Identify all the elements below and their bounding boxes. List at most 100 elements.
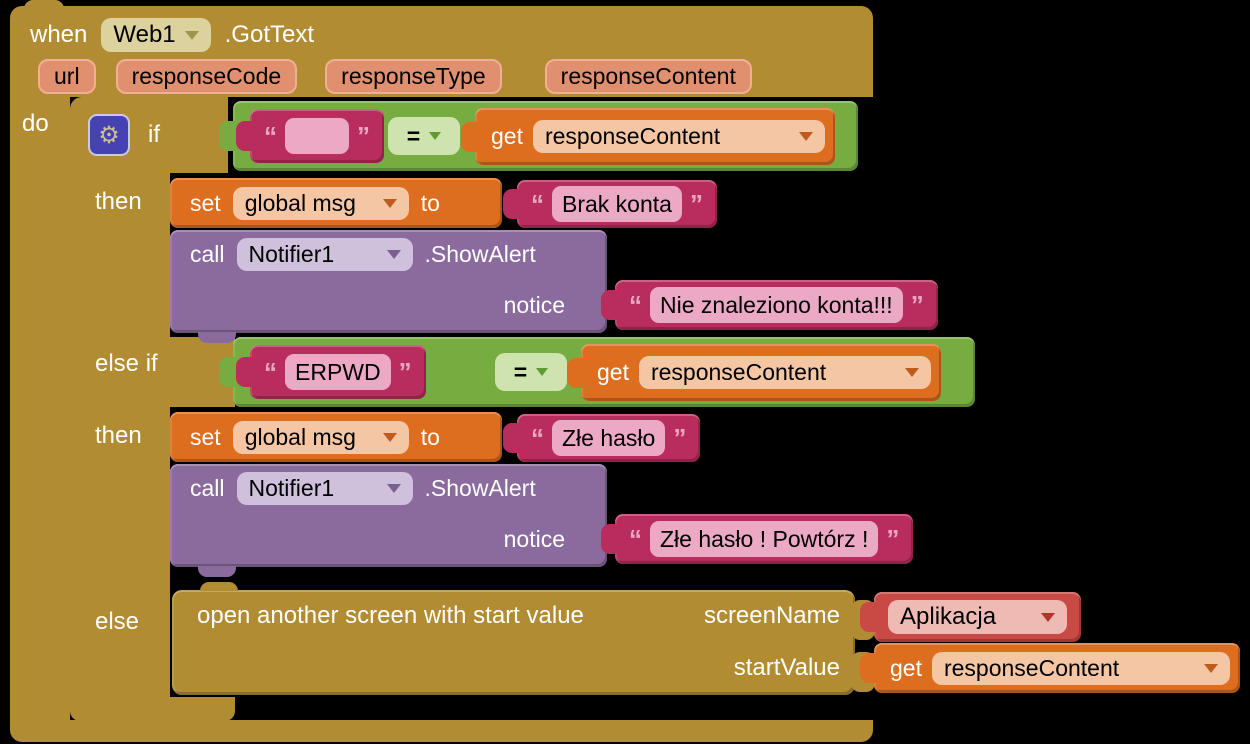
get-label: get [491, 123, 523, 149]
close-quote: ” [673, 423, 687, 453]
call-showalert-block-1[interactable]: call Notifier1 .ShowAlert notice [170, 230, 607, 343]
compare-op-dropdown[interactable]: = [495, 353, 567, 391]
mutator-gear-icon[interactable]: ⚙ [88, 114, 130, 156]
variable-name: global msg [244, 189, 356, 216]
dropdown-arrow-icon [536, 368, 549, 376]
when-keyword: when [30, 21, 88, 48]
text-string-block-notice-1[interactable]: “ Nie znaleziono konta!!! ” [615, 280, 938, 330]
variable-dropdown[interactable]: global msg [232, 420, 409, 454]
screen-name-block[interactable]: Aplikacja [874, 592, 1081, 642]
dropdown-arrow-icon [1041, 612, 1055, 622]
when-header-row: when Web1 .GotText [30, 14, 314, 56]
get-variable-block-3[interactable]: get responseContent [874, 643, 1240, 693]
set-label: set [190, 423, 221, 450]
do-label: do [22, 110, 49, 137]
logic-compare-block-2[interactable]: “ ERPWD ” = get responseContent [233, 337, 975, 407]
component-name: Notifier1 [248, 241, 335, 267]
param-responseType[interactable]: responseType [325, 59, 502, 94]
variable-dropdown[interactable]: responseContent [638, 356, 931, 389]
set-label: set [190, 189, 221, 216]
param-responseContent[interactable]: responseContent [544, 59, 752, 94]
logic-compare-block-1[interactable]: “ ” = get responseContent [233, 101, 858, 171]
screen-name-arg-label: screenName [703, 602, 840, 629]
then1-label: then [95, 188, 142, 215]
component-name: Notifier1 [248, 475, 335, 501]
if-label: if [148, 121, 160, 148]
text-input-field[interactable] [285, 118, 349, 154]
dropdown-arrow-icon [429, 132, 442, 140]
dropdown-arrow-icon [386, 250, 401, 259]
param-responseCode[interactable]: responseCode [115, 59, 298, 94]
component-dropdown[interactable]: Web1 [101, 18, 211, 52]
screen-name-dropdown[interactable]: Aplikacja [888, 600, 1067, 634]
to-label: to [420, 189, 440, 216]
close-quote: ” [886, 524, 900, 554]
text-input-field[interactable]: Złe hasło [552, 420, 666, 456]
variable-name: responseContent [943, 654, 1120, 681]
dropdown-arrow-icon [1204, 663, 1218, 673]
text-string-block-zle-haslo[interactable]: “ Złe hasło ” [517, 414, 701, 462]
open-screen-row-1: open another screen with start value scr… [197, 602, 840, 630]
if-block-left-spine [70, 173, 170, 697]
open-quote: “ [531, 189, 544, 219]
notice-arg-label: notice [503, 292, 565, 318]
dropdown-arrow-icon [799, 132, 813, 141]
event-params-row: url responseCode responseType responseCo… [38, 59, 752, 94]
call-label: call [190, 241, 225, 267]
to-label: to [420, 423, 440, 450]
open-quote: “ [264, 357, 277, 387]
get-variable-block-2[interactable]: get responseContent [581, 344, 941, 401]
dropdown-arrow-icon [386, 484, 401, 493]
component-dropdown-label: Web1 [113, 21, 176, 48]
variable-dropdown[interactable]: global msg [232, 186, 409, 220]
text-input-field[interactable]: ERPWD [285, 354, 391, 390]
component-dropdown[interactable]: Notifier1 [236, 472, 413, 505]
screen-name-value: Aplikacja [900, 603, 997, 630]
call-header-row: call Notifier1 .ShowAlert [190, 238, 536, 271]
when-block-left-spine [10, 97, 70, 722]
compare-op-dropdown[interactable]: = [388, 117, 460, 155]
open-screen-label: open another screen with start value [197, 602, 584, 629]
elseif-label: else if [95, 350, 158, 377]
dropdown-arrow-icon [905, 368, 919, 377]
set-variable-block-2[interactable]: set global msg to [170, 412, 502, 462]
open-quote: “ [264, 121, 277, 151]
method-name: .ShowAlert [424, 475, 536, 501]
open-quote: “ [629, 290, 642, 320]
text-string-block-erpwd[interactable]: “ ERPWD ” [250, 345, 426, 399]
open-screen-block[interactable]: open another screen with start value scr… [172, 582, 855, 695]
next-connector-tab [198, 332, 236, 343]
text-input-field[interactable]: Nie znaleziono konta!!! [650, 287, 903, 323]
variable-dropdown[interactable]: responseContent [931, 651, 1230, 685]
dropdown-arrow-icon [382, 432, 397, 442]
close-quote: ” [689, 189, 703, 219]
call-showalert-block-2[interactable]: call Notifier1 .ShowAlert notice [170, 464, 607, 577]
if-block-header[interactable]: ⚙ if [70, 97, 228, 173]
text-input-field[interactable]: Brak konta [552, 186, 682, 222]
get-label: get [890, 654, 922, 681]
if-block-bottom-bar [70, 697, 235, 721]
close-quote: ” [398, 357, 412, 387]
component-dropdown[interactable]: Notifier1 [236, 238, 413, 271]
method-name: .ShowAlert [424, 241, 536, 267]
text-string-block-notice-2[interactable]: “ Złe hasło ! Powtórz ! ” [615, 514, 914, 564]
compare-op-label: = [406, 122, 421, 149]
when-event-block[interactable]: when Web1 .GotText url responseCode resp… [10, 6, 873, 97]
open-quote: “ [531, 423, 544, 453]
set-variable-block-1[interactable]: set global msg to [170, 178, 502, 228]
text-input-field[interactable]: Złe hasło ! Powtórz ! [650, 521, 879, 557]
variable-name: global msg [244, 423, 356, 450]
call-label: call [190, 475, 225, 501]
text-string-block-empty[interactable]: “ ” [250, 109, 384, 163]
when-block-hat [24, 0, 64, 10]
text-string-block-brak-konta[interactable]: “ Brak konta ” [517, 180, 717, 228]
start-value-arg-label: startValue [733, 654, 840, 681]
get-label: get [597, 359, 629, 385]
close-quote: ” [357, 121, 370, 151]
then2-label: then [95, 422, 142, 449]
open-quote: “ [629, 524, 642, 554]
variable-dropdown[interactable]: responseContent [532, 120, 825, 153]
get-variable-block-1[interactable]: get responseContent [475, 108, 835, 165]
param-url[interactable]: url [38, 59, 96, 94]
